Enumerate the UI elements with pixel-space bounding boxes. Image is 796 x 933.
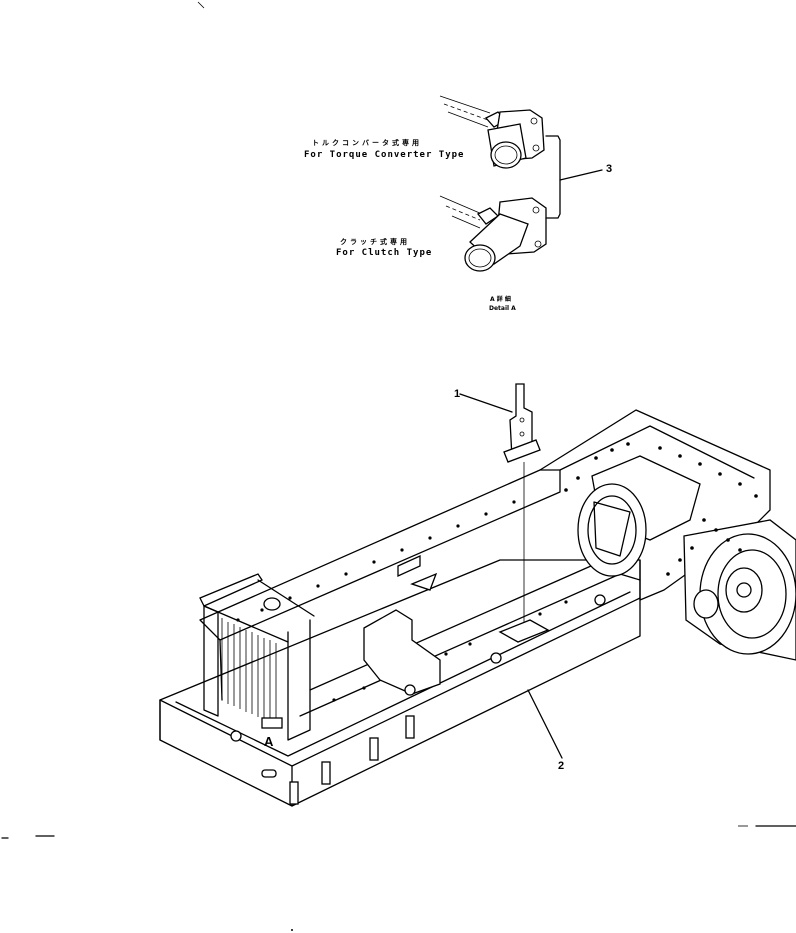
clutch-jp-label: クラッチ式専用 <box>340 238 410 246</box>
callout-2: 2 <box>558 760 565 772</box>
clutch-en-label: For Clutch Type <box>336 248 433 258</box>
part-1-bracket <box>459 383 550 643</box>
clutch-fitting <box>439 195 547 272</box>
leader-2 <box>527 689 563 759</box>
view-a-marker: A <box>264 734 274 749</box>
radiator-guard <box>199 573 315 742</box>
leader-3 <box>559 169 603 181</box>
callout-3: 3 <box>606 163 613 175</box>
callout-1: 1 <box>454 388 461 400</box>
detail-bracket <box>545 135 561 219</box>
torque-converter-jp-label: トルクコンバータ式専用 <box>312 139 422 147</box>
main-frame <box>159 469 641 807</box>
detail-a-jp-label: A 詳 細 <box>490 296 511 303</box>
rear-housing <box>539 409 796 661</box>
torque-converter-fitting <box>439 95 545 169</box>
torque-converter-en-label: For Torque Converter Type <box>304 150 465 160</box>
detail-a-en-label: Detail A <box>489 305 516 312</box>
